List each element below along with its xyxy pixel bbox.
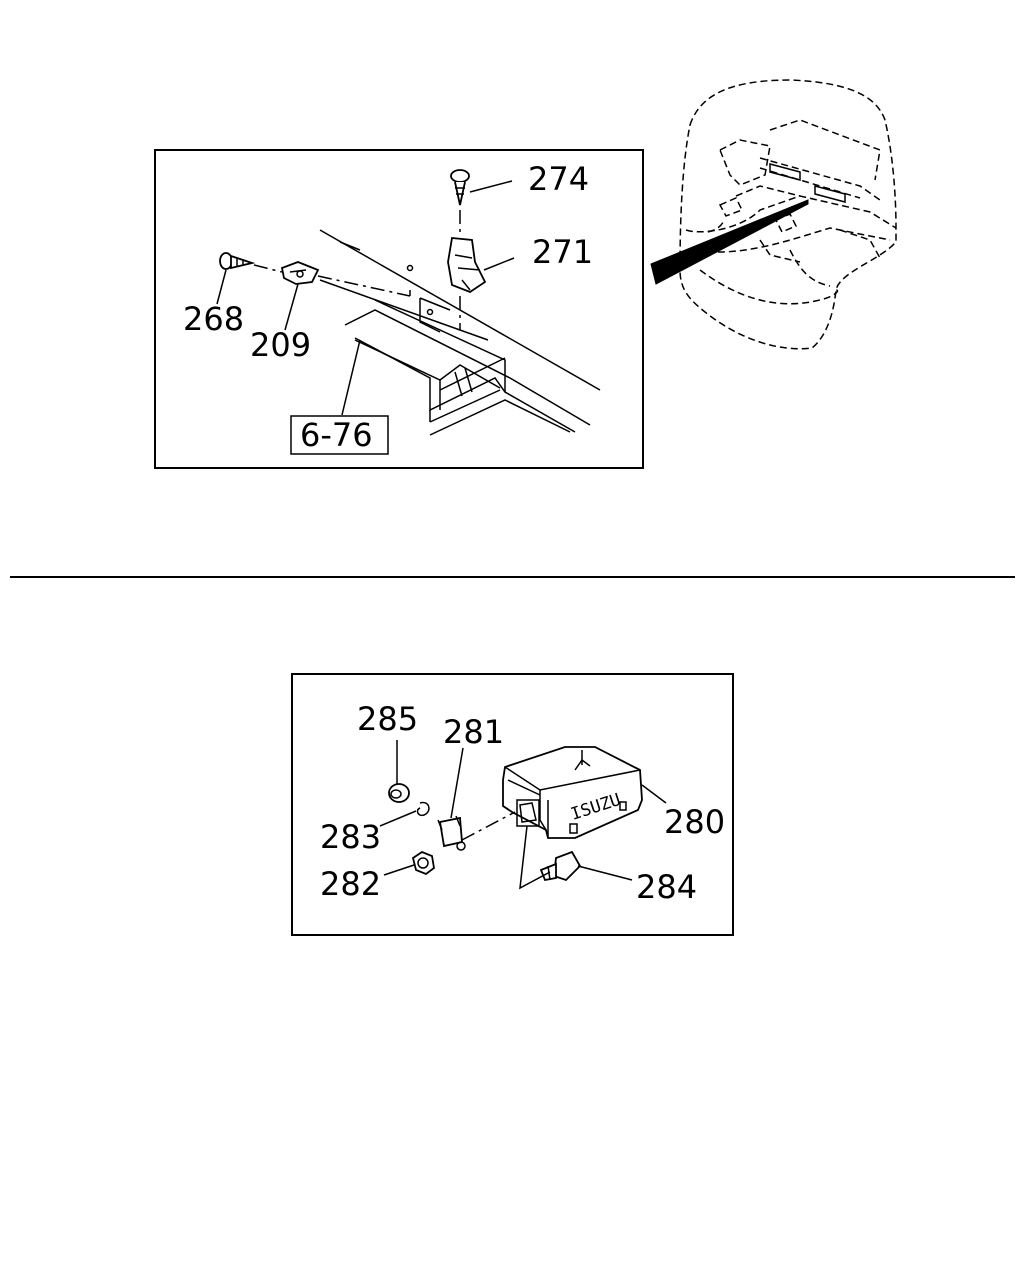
body-panel-outline	[319, 229, 601, 436]
leader-ref	[341, 339, 361, 416]
screw-268	[219, 252, 256, 270]
terminal-bolt-284	[539, 850, 582, 882]
leader-268	[216, 269, 227, 305]
axis-line-bottom	[461, 811, 516, 841]
leader-274	[469, 180, 513, 193]
top-detail-frame	[154, 149, 644, 469]
bracket-271	[447, 237, 487, 294]
callout-285: 285	[357, 700, 418, 738]
bracket-281	[437, 815, 466, 851]
axis-line-268	[253, 264, 283, 273]
top-detail-panel: 274 271 268 209 6-76	[154, 149, 644, 469]
callout-209: 209	[250, 326, 311, 364]
leader-271	[483, 257, 515, 271]
callout-283: 283	[320, 818, 381, 856]
clip-nut-209	[280, 261, 320, 285]
leader-280	[641, 784, 667, 804]
callout-284: 284	[636, 868, 697, 906]
callout-280: 280	[664, 803, 725, 841]
callout-282: 282	[320, 865, 381, 903]
leader-282	[383, 864, 415, 876]
callout-268: 268	[183, 300, 244, 338]
callout-274: 274	[528, 160, 589, 198]
cab-overview-illustration	[679, 79, 897, 350]
callout-271: 271	[532, 233, 593, 271]
lock-washer-283	[416, 801, 430, 817]
leader-281	[450, 747, 464, 819]
flange-nut-285	[388, 783, 410, 803]
callout-281: 281	[443, 713, 504, 751]
leader-209-b	[319, 279, 489, 341]
location-pointer	[650, 199, 809, 285]
bottom-detail-panel: ISUZU	[291, 673, 734, 936]
connector-face	[516, 799, 540, 827]
leader-209	[284, 283, 299, 331]
leader-284-branch	[519, 825, 551, 890]
leader-283	[379, 810, 417, 827]
leader-284	[577, 865, 633, 881]
reference-box	[290, 415, 389, 455]
reference-label: 6-76	[300, 416, 373, 454]
screw-274	[450, 169, 470, 206]
horn-housing-280: ISUZU	[502, 746, 643, 839]
axis-line-209	[317, 275, 411, 297]
bottom-detail-frame	[291, 673, 734, 936]
hex-nut-282	[411, 850, 435, 876]
